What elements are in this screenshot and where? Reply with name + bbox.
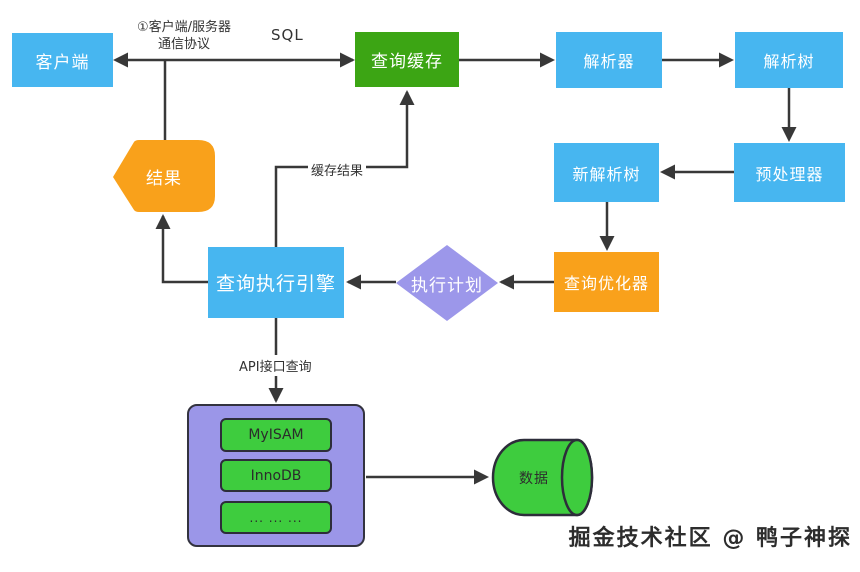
engine-myisam-label: MyISAM — [248, 427, 304, 443]
node-query-cache: 查询缓存 — [355, 32, 459, 87]
node-result-label: 结果 — [113, 140, 215, 212]
cylinder-rim — [560, 438, 594, 517]
arrowhead-into-newtree — [660, 164, 675, 180]
result-pentagon-shape — [113, 140, 215, 212]
arrowhead-into-engine — [346, 274, 361, 290]
node-execution-plan-label: 执行计划 — [411, 275, 483, 296]
edge-engine-result — [161, 216, 208, 284]
node-parse-tree: 解析树 — [735, 32, 843, 88]
arrowhead-into-result — [155, 214, 171, 229]
edge-label-protocol: ①客户端/服务器 通信协议 — [126, 19, 242, 53]
node-new-parse-tree: 新解析树 — [554, 143, 659, 202]
edges — [116, 58, 791, 479]
node-query-execution-engine: 查询执行引擎 — [208, 247, 344, 318]
arrowhead-into-optimizer — [599, 236, 615, 251]
node-query-optimizer-label: 查询优化器 — [563, 274, 649, 293]
arrowhead-into-parser — [540, 52, 555, 68]
node-parser-label: 解析器 — [583, 52, 635, 71]
node-query-optimizer: 查询优化器 — [554, 252, 659, 312]
engine-innodb-label: InnoDB — [250, 467, 302, 484]
engine-box-myisam: MyISAM — [220, 418, 332, 452]
node-query-cache-label: 查询缓存 — [371, 52, 443, 72]
node-client-label: 客户端 — [35, 52, 90, 73]
watermark-text: 掘金技术社区 @ 鸭子神探 — [568, 526, 852, 551]
node-data-store-label: 数据 — [484, 440, 584, 515]
node-preprocessor: 预处理器 — [734, 143, 845, 202]
protocol-line2: 通信协议 — [157, 37, 210, 52]
edge-label-api-query: API接口查询 — [236, 355, 315, 376]
arrowheads — [113, 52, 797, 485]
api-query-text: API接口查询 — [239, 360, 312, 375]
engine-others-label: ... ... ... — [249, 510, 303, 525]
node-client: 客户端 — [12, 33, 113, 87]
data-cylinder-shape — [491, 438, 594, 517]
result-text: 结果 — [146, 168, 182, 189]
node-query-execution-engine-label: 查询执行引擎 — [215, 273, 336, 295]
node-preprocessor-label: 预处理器 — [755, 164, 824, 184]
engine-box-innodb: InnoDB — [220, 459, 332, 492]
arrowhead-into-plan — [499, 274, 514, 290]
node-new-parse-tree-label: 新解析树 — [572, 164, 641, 184]
arrowhead-into-client — [113, 52, 128, 68]
data-store-text: 数据 — [519, 470, 549, 487]
storage-engines-container: MyISAM InnoDB ... ... ... — [187, 404, 365, 547]
edge-label-sql: SQL — [271, 26, 304, 44]
arrowhead-into-storage — [268, 388, 284, 403]
protocol-line1: ①客户端/服务器 — [136, 20, 232, 35]
watermark: 掘金技术社区 @ 鸭子神探 — [569, 520, 852, 552]
node-parse-tree-label: 解析树 — [763, 52, 815, 71]
arrowhead-into-preprocessor — [781, 127, 797, 142]
arrowhead-into-cache-left — [340, 52, 355, 68]
arrowhead-into-cache-bottom — [399, 90, 415, 105]
engine-box-others: ... ... ... — [220, 501, 332, 534]
sql-text: SQL — [271, 26, 304, 44]
cache-result-text: 缓存结果 — [311, 164, 364, 179]
node-parser: 解析器 — [556, 32, 662, 88]
arrowhead-into-data — [474, 469, 489, 485]
edge-label-cache-result: 缓存结果 — [308, 159, 367, 180]
arrowhead-into-parsetree — [719, 52, 734, 68]
